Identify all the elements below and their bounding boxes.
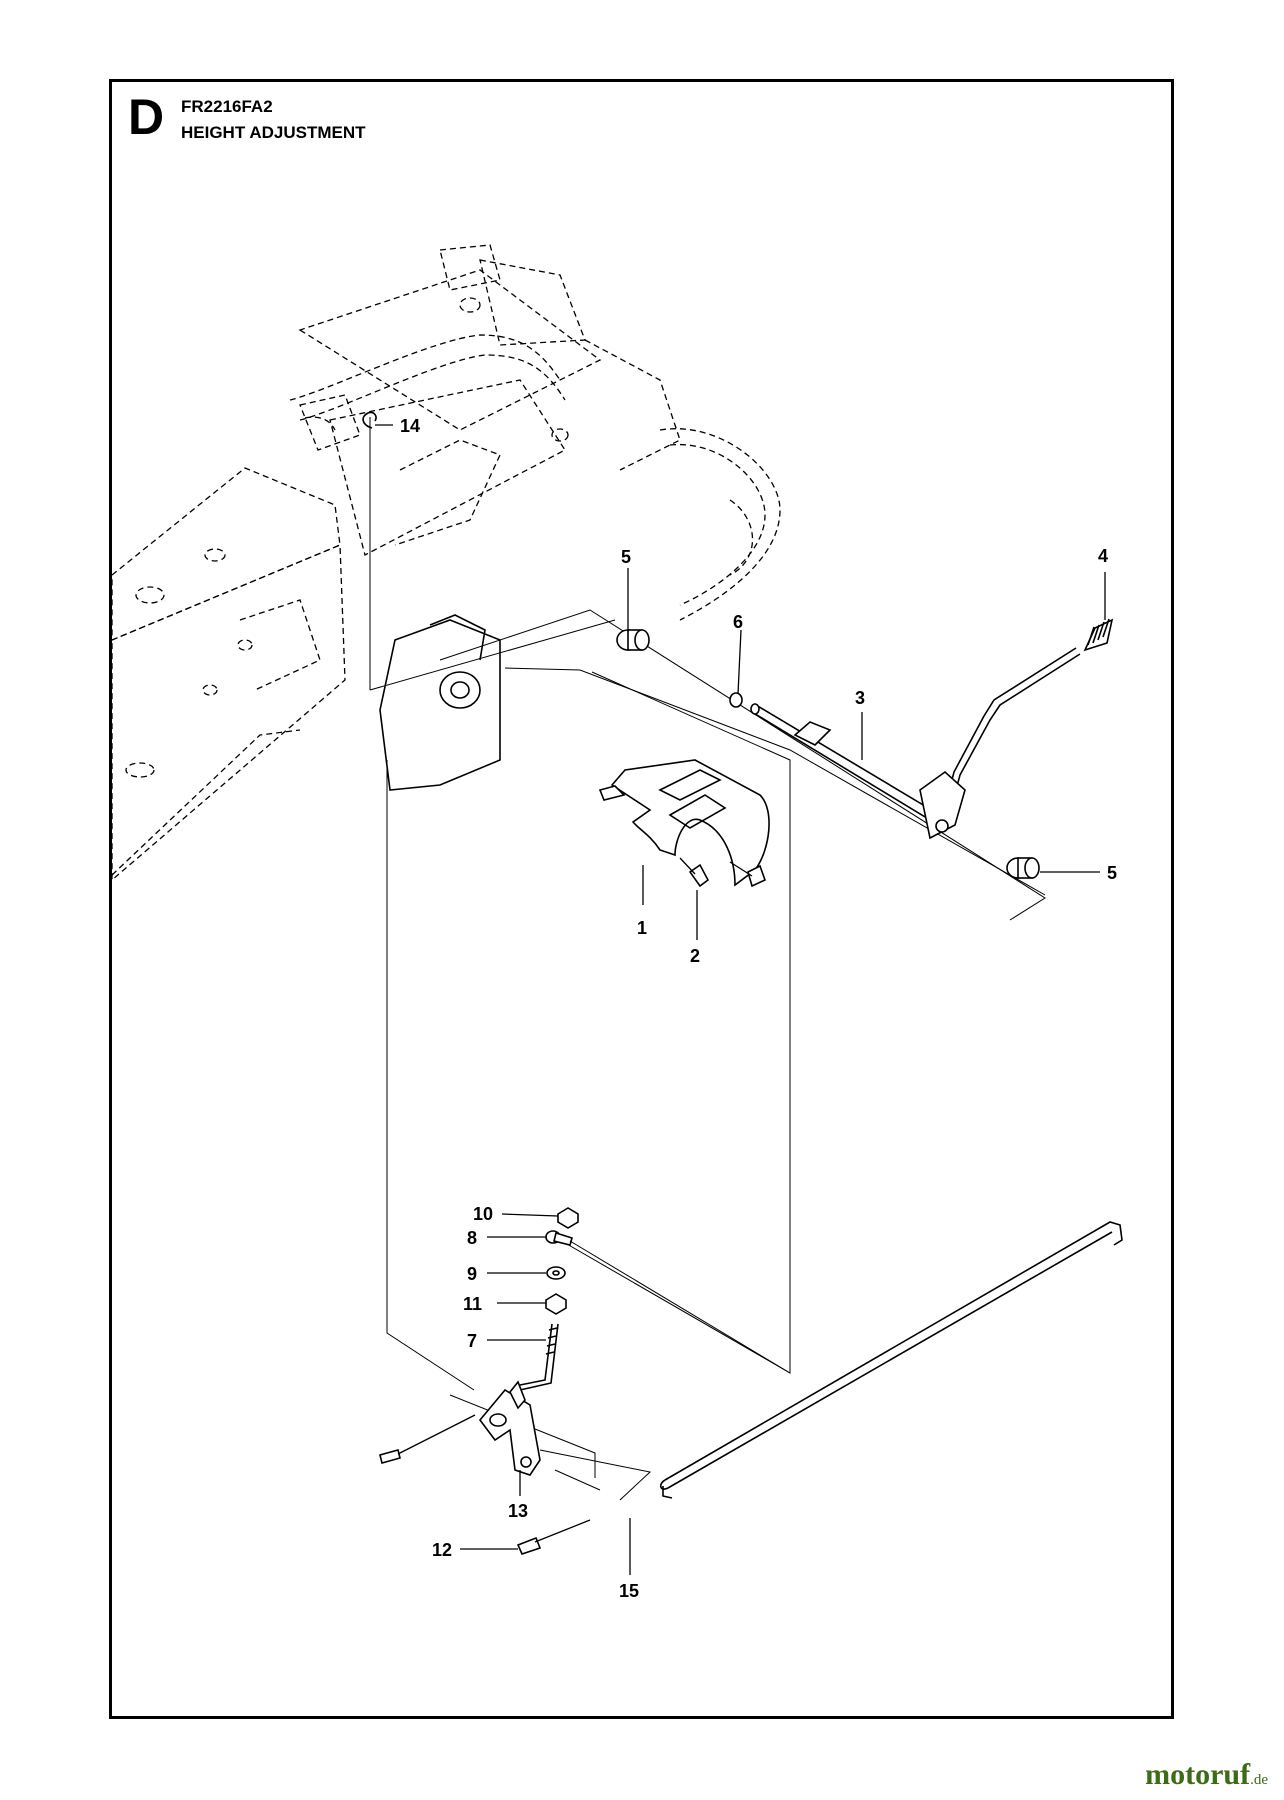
part-9-washer: [546, 1266, 566, 1280]
part-label-13: 13: [508, 1501, 528, 1521]
part-label-7: 7: [467, 1331, 477, 1351]
part-4-lift-lever: [919, 618, 1114, 840]
part-label-11: 11: [463, 1294, 482, 1314]
watermark-logo: motoruf.de: [1145, 1758, 1268, 1792]
part-5-bushing-left: [616, 629, 650, 651]
part-15-lift-rod: [659, 1221, 1123, 1499]
part-label-1: 1: [637, 918, 647, 938]
part-6-e-clip: [729, 692, 743, 708]
part-label-12: 12: [432, 1540, 452, 1560]
part-label-5-right: 5: [1107, 863, 1117, 883]
part-label-10: 10: [473, 1204, 493, 1224]
part-label-6: 6: [733, 612, 743, 632]
part-label-3: 3: [855, 688, 865, 708]
part-label-8: 8: [467, 1228, 477, 1248]
part-label-2: 2: [690, 946, 700, 966]
section-letter: D: [128, 89, 165, 145]
part-12-bolts: [379, 1414, 591, 1555]
leader-lines: [375, 424, 1106, 1575]
chassis-frame-outline: [111, 244, 781, 882]
part-7-threaded-rod: [519, 1323, 559, 1391]
watermark-brand: motoruf: [1145, 1758, 1251, 1791]
part-13-bellcrank: [478, 1380, 541, 1476]
part-10-nut: [557, 1207, 579, 1229]
model-code: FR2216FA2: [181, 97, 273, 116]
part-label-9: 9: [467, 1264, 477, 1284]
pivot-bracket: [379, 614, 501, 791]
part-2-bolts: [679, 857, 766, 888]
part-labels: 14 5 6 4 3 5 1 2 10 8 9 11 7 13 12 15: [400, 416, 1117, 1601]
part-5-bushing-right: [1006, 857, 1040, 879]
part-1-indicator-plate: [598, 759, 770, 887]
explosion-guide-lines: [369, 417, 1046, 1501]
part-label-4: 4: [1098, 546, 1108, 566]
watermark-tld: .de: [1250, 1772, 1268, 1788]
section-title: HEIGHT ADJUSTMENT: [181, 123, 366, 142]
part-3-shaft: [750, 703, 947, 828]
part-label-5-left: 5: [621, 547, 631, 567]
part-11-nut: [545, 1293, 567, 1315]
drawing-frame: [109, 79, 1174, 1719]
part-8-bolt: [545, 1230, 791, 1374]
part-label-14: 14: [400, 416, 420, 436]
part-14-hairpin-clip: [362, 411, 377, 429]
part-label-15: 15: [619, 1581, 639, 1601]
